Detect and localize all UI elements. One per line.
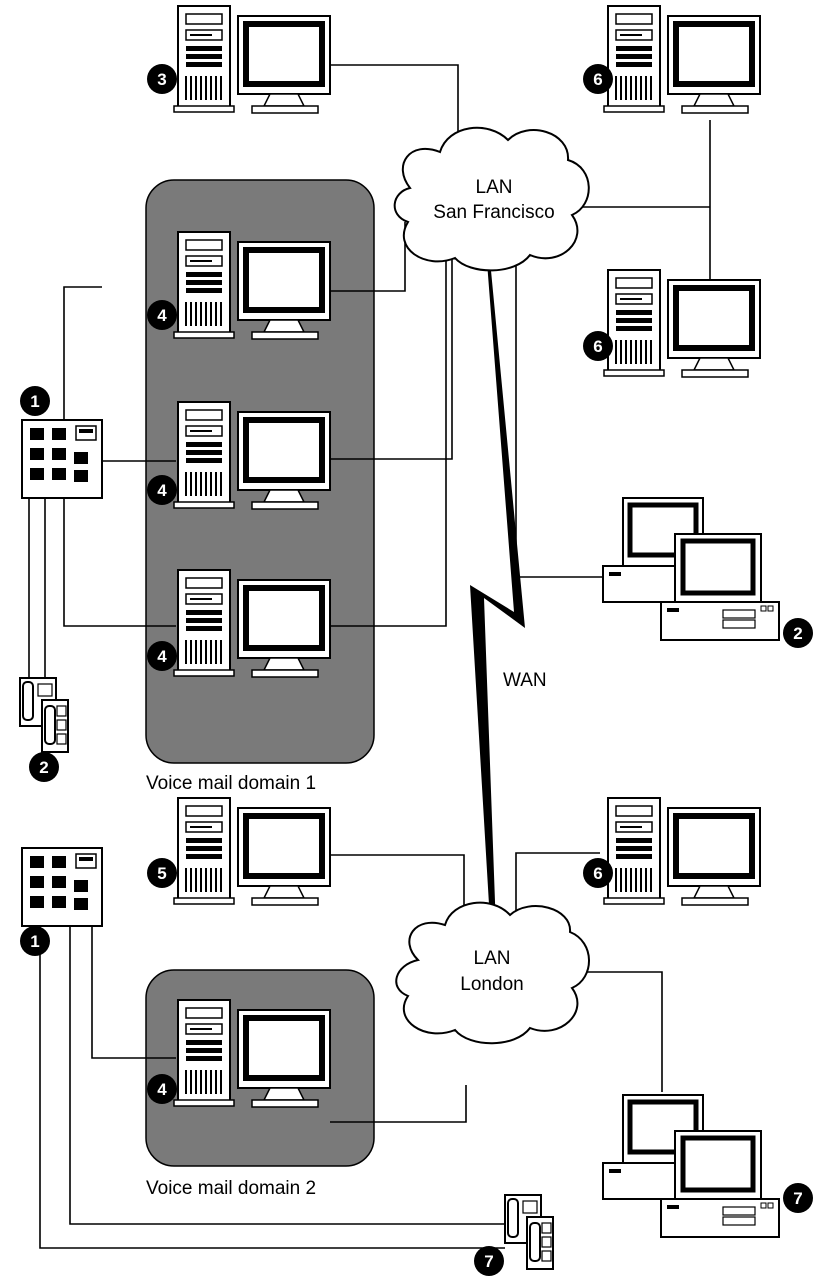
telephone-bottom-icon [504, 1194, 554, 1270]
telephone-top-icon [19, 677, 69, 753]
desktop-workstation-london-icon [603, 1095, 779, 1237]
server-3-icon [174, 6, 330, 113]
lan-london-label-line2: London [460, 974, 523, 995]
svg-text:4: 4 [157, 481, 167, 500]
server-6-middle-icon [604, 270, 760, 377]
svg-text:5: 5 [157, 864, 166, 883]
badge-4-c: 4 [147, 641, 177, 671]
lan-san-francisco-cloud [393, 126, 590, 272]
svg-text:1: 1 [30, 932, 39, 951]
svg-text:7: 7 [484, 1252, 493, 1271]
svg-text:1: 1 [30, 392, 39, 411]
badge-4-b: 4 [147, 475, 177, 505]
svg-text:3: 3 [157, 70, 166, 89]
badge-1-bottom: 1 [20, 926, 50, 956]
voice-mail-domain-2-label: Voice mail domain 2 [146, 1178, 316, 1199]
lan-london-cloud [395, 901, 590, 1045]
svg-text:6: 6 [593, 70, 602, 89]
server-6-bottom-icon [604, 798, 760, 905]
svg-text:7: 7 [793, 1189, 802, 1208]
svg-text:4: 4 [157, 647, 167, 666]
server-6-top-icon [604, 6, 760, 113]
pbx-top-icon [21, 419, 103, 499]
badge-5: 5 [147, 858, 177, 888]
svg-text:2: 2 [793, 624, 802, 643]
badge-7-desktop: 7 [783, 1183, 813, 1213]
badge-2-phone-top: 2 [29, 752, 59, 782]
lan-sf-label-line2: San Francisco [433, 202, 554, 223]
wan-label: WAN [503, 670, 547, 691]
badge-1-top: 1 [20, 386, 50, 416]
svg-text:6: 6 [593, 337, 602, 356]
svg-text:2: 2 [39, 758, 48, 777]
server-5-icon [174, 798, 330, 905]
badge-6-a: 6 [583, 64, 613, 94]
wan-link [470, 260, 525, 957]
badge-4-a: 4 [147, 300, 177, 330]
badge-3: 3 [147, 64, 177, 94]
svg-text:6: 6 [593, 864, 602, 883]
badge-4-d: 4 [147, 1074, 177, 1104]
svg-text:4: 4 [157, 1080, 167, 1099]
badge-6-c: 6 [583, 858, 613, 888]
svg-text:4: 4 [157, 306, 167, 325]
badge-7-phone: 7 [474, 1246, 504, 1276]
badge-6-b: 6 [583, 331, 613, 361]
lan-sf-label-line1: LAN [476, 177, 513, 198]
lan-london-label-line1: LAN [474, 948, 511, 969]
voice-mail-domain-1-label: Voice mail domain 1 [146, 773, 316, 794]
desktop-workstation-sf-icon [603, 498, 779, 640]
badge-2-desktop: 2 [783, 618, 813, 648]
pbx-bottom-icon [21, 847, 103, 927]
